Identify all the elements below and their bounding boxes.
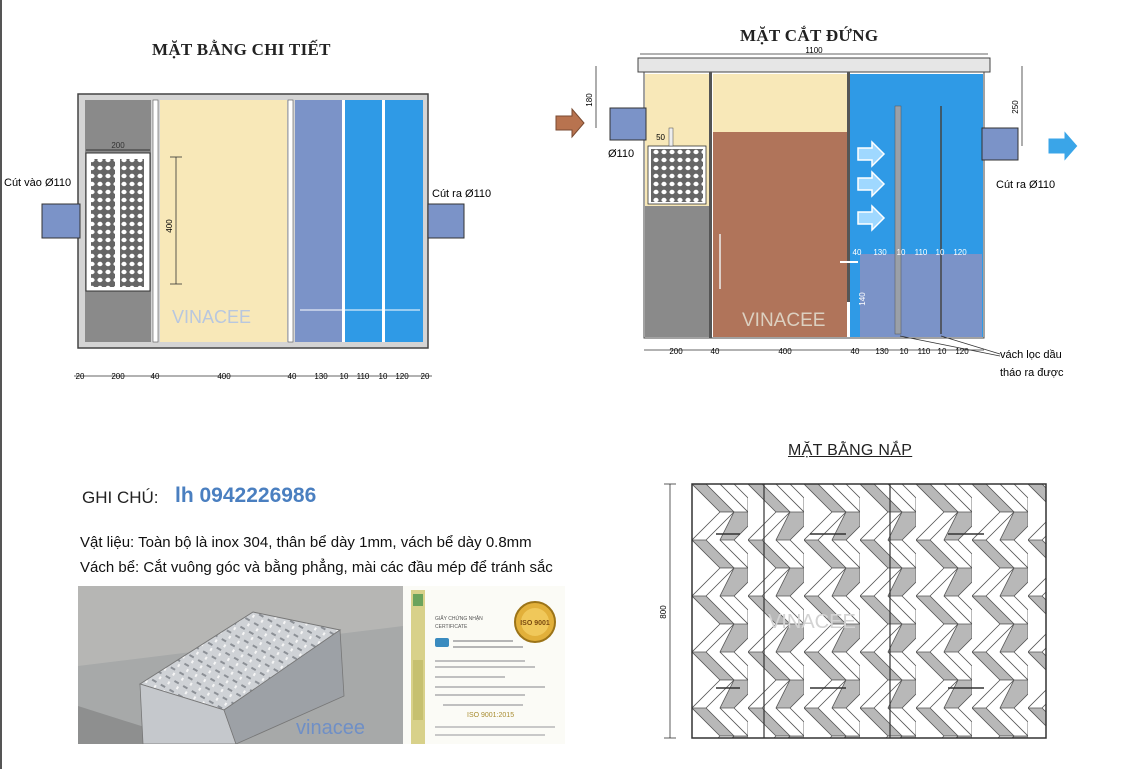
notes-line2: Vách bể: Cắt vuông góc và bằng phẳng, mà…	[80, 559, 553, 576]
plan-outlet-compartment	[385, 100, 423, 342]
photo-tank-front	[139, 683, 237, 744]
svg-text:400: 400	[217, 372, 231, 381]
section-note-line1: vách lọc dầu	[1000, 349, 1062, 361]
plan-watermark: VINACEE	[172, 307, 251, 327]
photo-watermark: vinacee	[296, 717, 365, 739]
certificate-title-vn: GIẤY CHỨNG NHẬN	[435, 615, 483, 622]
svg-text:200: 200	[669, 347, 683, 356]
section-dim-250: 250	[1011, 100, 1020, 114]
page-left-border	[0, 0, 2, 769]
section-inlet-pipe	[609, 107, 647, 141]
svg-text:400: 400	[778, 347, 792, 356]
section-settling-water	[713, 132, 847, 337]
section-outlet-label: Cút ra Ø110	[996, 179, 1055, 191]
section-basket-mesh	[651, 149, 703, 202]
lid-plan-drawing: 800 VINACEE	[659, 483, 1047, 739]
section-title: MẶT CẮT ĐỨNG	[740, 26, 879, 45]
lid-title: MẶT BẰNG NẮP	[788, 442, 913, 459]
plan-inlet-pipe	[41, 203, 81, 239]
section-side-dim: 140	[858, 292, 867, 306]
plan-dim-400: 400	[165, 219, 174, 233]
svg-text:110: 110	[357, 372, 370, 381]
svg-text:200: 200	[111, 372, 125, 381]
section-width-dim: 1100	[805, 46, 823, 55]
svg-text:40: 40	[853, 248, 862, 257]
plan-dimension-row: 20 200 40 400 40 130 10 110 10 120 20	[76, 372, 430, 381]
iso-seal-label: ISO 9001	[520, 620, 550, 627]
section-inlet-label: Ø110	[608, 148, 634, 160]
plan-view-drawing: 200 400 Cút vào Ø110 Cút ra Ø110 VINACEE…	[4, 93, 491, 381]
plan-basket-dim: 200	[111, 141, 125, 150]
section-dimension-row: 200 40 400 40 130 10 110 10 120	[669, 347, 969, 356]
svg-text:110: 110	[915, 248, 928, 257]
section-dim-50: 50	[656, 133, 665, 142]
svg-text:10: 10	[936, 248, 945, 257]
lid-outline	[691, 483, 1047, 739]
svg-text:40: 40	[288, 372, 297, 381]
svg-text:10: 10	[340, 372, 349, 381]
phone-number: lh 0942226986	[175, 484, 317, 507]
section-inner-dims: 40 130 10 110 10 120	[853, 248, 968, 257]
plan-basket-mesh-left	[91, 159, 115, 287]
svg-text:120: 120	[953, 248, 967, 257]
plan-filter-compartment	[345, 100, 382, 342]
section-inlet-arrow	[555, 107, 585, 139]
section-note-line2: tháo ra được	[1000, 367, 1064, 379]
section-oil-baffle	[894, 105, 902, 335]
certificate-title-en: CERTIFICATE	[435, 624, 468, 630]
product-photo: vinacee	[78, 586, 403, 744]
plan-outlet-label: Cút ra Ø110	[432, 188, 491, 200]
notes-heading: GHI CHÚ:	[82, 488, 159, 507]
lid-watermark: VINACEE	[768, 611, 856, 633]
photo-tank-side	[223, 629, 345, 744]
notes-line1: Vật liệu: Toàn bộ là inox 304, thân bể d…	[80, 534, 532, 551]
section-lid	[637, 57, 991, 73]
svg-text:20: 20	[421, 372, 430, 381]
svg-text:110: 110	[918, 347, 931, 356]
svg-text:120: 120	[395, 372, 409, 381]
svg-text:10: 10	[900, 347, 909, 356]
lid-dim-800: 800	[659, 605, 668, 619]
svg-text:130: 130	[875, 347, 889, 356]
svg-text:130: 130	[873, 248, 887, 257]
section-outlet-pipe	[981, 127, 1019, 161]
svg-text:10: 10	[938, 347, 947, 356]
section-view-drawing: 1100 50 40 130 10 110 10 120 140 Ø110 18…	[555, 46, 1079, 379]
svg-text:20: 20	[76, 372, 85, 381]
section-outlet-arrow	[1047, 128, 1079, 164]
certificate-iso-standard: ISO 9001:2015	[467, 712, 514, 719]
svg-text:40: 40	[711, 347, 720, 356]
plan-basket-mesh-right	[120, 159, 144, 287]
section-watermark: VINACEE	[742, 310, 825, 331]
plan-oil-compartment	[295, 100, 342, 342]
section-flow-arrows	[857, 140, 886, 232]
section-filter-lower	[860, 254, 982, 337]
plan-outlet-pipe	[427, 203, 465, 239]
section-dim-180: 180	[585, 93, 594, 107]
svg-text:10: 10	[897, 248, 906, 257]
svg-text:10: 10	[379, 372, 388, 381]
svg-text:40: 40	[851, 347, 860, 356]
svg-text:130: 130	[314, 372, 328, 381]
plan-title: MẶT BẰNG CHI TIẾT	[152, 40, 331, 59]
section-basket-bottom	[645, 206, 709, 337]
plan-settling-compartment	[160, 100, 287, 342]
lid-handles	[716, 533, 984, 689]
certificate-image: GIẤY CHỨNG NHẬN CERTIFICATE ISO 9001 ISO…	[403, 586, 565, 744]
plan-inlet-label: Cút vào Ø110	[4, 177, 71, 189]
svg-text:120: 120	[955, 347, 969, 356]
svg-text:40: 40	[151, 372, 160, 381]
